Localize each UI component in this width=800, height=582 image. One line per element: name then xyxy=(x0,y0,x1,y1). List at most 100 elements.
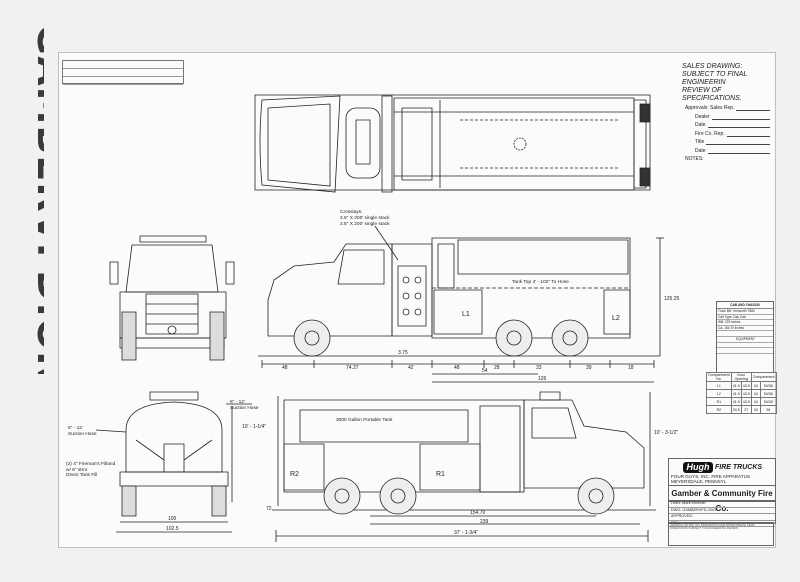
drawing-sheet xyxy=(58,52,776,548)
dim-rear-102: 102.5 xyxy=(166,526,179,532)
front-emblem xyxy=(168,326,176,334)
info-line-1: DWN: Mark Kirchner xyxy=(669,501,775,508)
left-side-view xyxy=(258,238,664,382)
left-wheel-rear-2 xyxy=(552,320,588,356)
dim-seg-5: 28 xyxy=(494,365,500,371)
crosslay-1: 2.5" X 200' single stack xyxy=(340,216,390,221)
approval-title: Title xyxy=(685,138,770,147)
top-rear-light-1 xyxy=(640,104,650,122)
sales-line-1: SALES DRAWING: xyxy=(682,63,743,70)
approval-notes: NOTES: xyxy=(685,156,704,162)
table-cell: 43.5 xyxy=(740,381,752,390)
right-portable-tank xyxy=(300,410,468,442)
approval-fireco-rep: Fire Co. Rep. xyxy=(685,130,770,139)
table-header: Compartment xyxy=(750,372,777,382)
dim-right-height-right: 10' - 3-1/2" xyxy=(654,430,679,436)
comp-label-L2: L2 xyxy=(612,315,620,322)
dim-rear-100: 100 xyxy=(168,516,177,522)
table-header-row: Compartment No. Door Opening Compartment xyxy=(706,372,777,382)
top-hood xyxy=(268,104,330,186)
front-mirror-left xyxy=(110,262,118,284)
front-tire-left xyxy=(122,312,136,360)
rear-valve xyxy=(164,444,184,472)
suction-left-leader xyxy=(96,430,126,432)
approval-date-2: Date xyxy=(685,147,770,156)
title-row-2 xyxy=(63,69,183,77)
dim-right-height-left: 10' - 1-1/4" xyxy=(242,424,267,430)
spec-header: CAB AND CHASSIS xyxy=(717,302,773,309)
dim-seg-7: 39 xyxy=(586,365,592,371)
fill-note: (2) 4" Fireman's Filland w/ 6" strnr Dir… xyxy=(66,462,116,478)
right-body xyxy=(284,400,524,492)
front-windshield xyxy=(126,245,218,292)
sales-drawing-note: SALES DRAWING: SUBJECT TO FINAL ENGINEER… xyxy=(682,63,772,103)
table-cell: 44 xyxy=(750,381,761,390)
dim-mid: 3.75 xyxy=(398,350,408,356)
table-cell: 41.5 xyxy=(730,397,742,406)
dim-seg-3: 42 xyxy=(408,365,414,371)
approval-dealer: Dealer xyxy=(685,113,770,122)
general-notes: GENERAL NOTES: ALL DIMENSIONS ARE APPROX… xyxy=(668,522,774,546)
right-comp-R2 xyxy=(284,444,324,490)
table-row: R1 41.5 43.5 44 54/28 xyxy=(706,397,777,406)
watermark-text: GAMBERVFD.ORG xyxy=(29,24,44,374)
left-wheel-front xyxy=(294,320,330,356)
rear-tire-right xyxy=(212,486,226,516)
table-cell: 44 xyxy=(750,389,761,398)
suction-right-label: 6" - 12' Suction Hose xyxy=(230,400,259,411)
dim-72: 72 xyxy=(266,506,272,512)
table-row: L1 41.5 43.5 44 54/36 xyxy=(706,381,777,390)
dim-seg-6: 33 xyxy=(536,365,542,371)
front-lightbar xyxy=(140,236,206,242)
right-wheel-rear-1 xyxy=(324,478,360,514)
table-cell: 33.5 xyxy=(730,405,742,414)
table-cell: 41.5 xyxy=(730,389,742,398)
table-cell: 54/28 xyxy=(759,397,777,406)
table-header: Door Opening xyxy=(730,372,752,382)
dim-overall-length: 37' - 1-3/4" xyxy=(454,530,479,536)
left-wheel-rear-1 xyxy=(496,320,532,356)
dim-154: 154.70 xyxy=(470,510,486,516)
cab-chassis-spec-box: CAB AND CHASSIS Truck Mfr: Kenworth T880… xyxy=(716,301,774,373)
table-cell: 34 xyxy=(750,405,761,414)
top-tank-hatch xyxy=(514,138,526,150)
table-row: L2 41.5 43.5 44 54/36 xyxy=(706,389,777,398)
approval-date-1: Date xyxy=(685,121,770,130)
info-line-2: DWG: GAMBERVFD-2003 xyxy=(669,508,775,514)
portable-tank-label: 3000 Gallon Portable Tank xyxy=(336,418,393,423)
right-cab xyxy=(524,400,644,488)
spec-line-7 xyxy=(717,343,773,349)
title-row-1 xyxy=(63,61,183,69)
comp-label-R1: R1 xyxy=(436,471,445,478)
table-cell: 27 xyxy=(740,405,752,414)
right-pump-side xyxy=(480,406,520,492)
crosslay-2: 2.5" X 200' single stack xyxy=(340,222,390,227)
left-ladder xyxy=(438,244,454,288)
right-wheel-front xyxy=(578,478,614,514)
table-cell: 43.5 xyxy=(740,397,752,406)
top-pump-panel xyxy=(402,108,432,180)
right-comp-R1 xyxy=(420,444,480,490)
table-cell: R1 xyxy=(706,397,732,406)
spec-line-5 xyxy=(717,331,773,337)
dim-seg-2: 74.27 xyxy=(346,365,359,371)
top-rear-light-2 xyxy=(640,168,650,186)
spec-line-1: Truck Mfr: Kenworth T880 xyxy=(717,309,773,315)
top-left-title-block xyxy=(62,60,184,85)
right-cab-window xyxy=(532,408,576,438)
top-cab-roof xyxy=(346,108,380,178)
comp-label-L1: L1 xyxy=(462,311,470,318)
top-cab-rear xyxy=(382,96,392,192)
tank-top-label: Tank Top 4' - 102" To Hose xyxy=(512,280,569,285)
table-cell: L2 xyxy=(706,389,732,398)
table-cell: L1 xyxy=(706,381,732,390)
spec-line-4: CA: 154.70 inches xyxy=(717,326,773,332)
info-line-3: APPROVED: xyxy=(669,514,775,521)
brand-text: FIRE TRUCKS xyxy=(715,464,763,471)
table-cell: 54/36 xyxy=(759,381,777,390)
suction-left-label: 6" - 12' Suction Hose xyxy=(68,426,97,437)
table-cell: R2 xyxy=(706,405,732,414)
top-rear xyxy=(634,100,646,188)
table-cell: 54/36 xyxy=(759,389,777,398)
table-row: R2 33.5 27 34 28 xyxy=(706,405,777,414)
